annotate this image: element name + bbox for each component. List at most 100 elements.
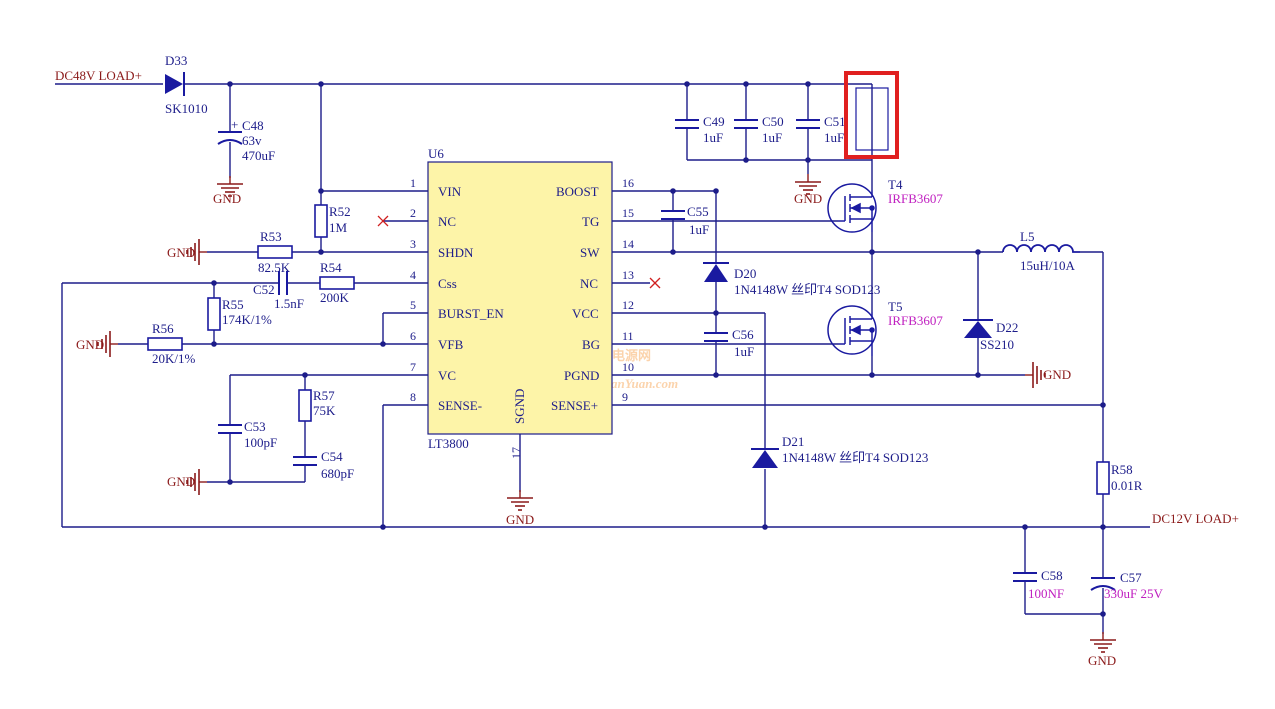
pin-name-pgnd: PGND bbox=[564, 368, 599, 383]
pin-name-vin: VIN bbox=[438, 184, 462, 199]
ic-part: LT3800 bbox=[428, 436, 469, 451]
capacitor-c49[interactable]: C49 1uF bbox=[675, 114, 725, 145]
r57-ref: R57 bbox=[313, 388, 335, 403]
r54-ref: R54 bbox=[320, 260, 342, 275]
resistor-r52[interactable]: R52 1M bbox=[314, 204, 351, 238]
c52-value: 1.5nF bbox=[274, 296, 304, 311]
capacitor-c56[interactable]: C56 1uF bbox=[704, 327, 754, 359]
diode-d22[interactable]: D22 SS210 bbox=[963, 319, 1018, 352]
pin-name-sw: SW bbox=[580, 245, 600, 260]
c50-value: 1uF bbox=[762, 130, 782, 145]
r55-ref: R55 bbox=[222, 297, 244, 312]
d22-ref: D22 bbox=[996, 320, 1018, 335]
d21-value: 1N4148W 丝印T4 SOD123 bbox=[782, 450, 928, 465]
c49-value: 1uF bbox=[703, 130, 723, 145]
pin-name-boost: BOOST bbox=[556, 184, 599, 199]
mosfet-t4[interactable] bbox=[827, 183, 877, 233]
capacitor-c52[interactable]: C52 1.5nF bbox=[253, 271, 304, 311]
pin-num-5: 5 bbox=[410, 298, 416, 312]
diode-d20[interactable]: D20 1N4148W 丝印T4 SOD123 bbox=[703, 262, 880, 297]
r53-ref: R53 bbox=[260, 229, 282, 244]
t4-value: IRFB3607 bbox=[888, 191, 943, 206]
c50-ref: C50 bbox=[762, 114, 784, 129]
pin-num-1: 1 bbox=[410, 176, 416, 190]
mosfet-t5[interactable] bbox=[827, 305, 877, 356]
r56-value: 20K/1% bbox=[152, 351, 196, 366]
pin-name-sense-minus: SENSE- bbox=[438, 398, 482, 413]
ic-sgnd: SGND bbox=[512, 389, 527, 424]
pin-name-burst-en: BURST_EN bbox=[438, 306, 504, 321]
gnd-label-caps: GND bbox=[794, 191, 822, 206]
d33-ref: D33 bbox=[165, 53, 187, 68]
c57-ref: C57 bbox=[1120, 570, 1142, 585]
capacitor-c51[interactable]: C51 1uF bbox=[796, 114, 846, 145]
inductor-l5[interactable]: L5 15uH/10A bbox=[1002, 229, 1080, 273]
watermark-cn: 电源网 bbox=[612, 348, 651, 363]
ic-ref: U6 bbox=[428, 146, 444, 161]
r55-value: 174K/1% bbox=[222, 312, 272, 327]
c58-value: 100NF bbox=[1028, 586, 1064, 601]
pin-num-16: 16 bbox=[622, 176, 634, 190]
pin-name-nc: NC bbox=[438, 214, 456, 229]
pin-num-11: 11 bbox=[622, 329, 634, 343]
c57-value: 330uF 25V bbox=[1104, 586, 1163, 601]
pin-num-9: 9 bbox=[622, 390, 628, 404]
capacitor-c54[interactable]: C54 680pF bbox=[293, 449, 354, 481]
c48-plus: + bbox=[231, 117, 238, 132]
c55-value: 1uF bbox=[689, 222, 709, 237]
c56-value: 1uF bbox=[734, 344, 754, 359]
gnd-label-vfb: GND bbox=[76, 337, 104, 352]
c53-ref: C53 bbox=[244, 419, 266, 434]
t5-value: IRFB3607 bbox=[888, 313, 943, 328]
resistor-r58[interactable]: R58 0.01R bbox=[1096, 461, 1143, 495]
capacitor-c58[interactable]: C58 100NF bbox=[1013, 568, 1064, 601]
resistor-r54[interactable]: R54 200K bbox=[319, 260, 355, 305]
d22-value: SS210 bbox=[980, 337, 1014, 352]
gnd-label-c48: GND bbox=[213, 191, 241, 206]
r52-value: 1M bbox=[329, 220, 348, 235]
pin-num-7: 7 bbox=[410, 360, 416, 374]
net-output-label: DC12V LOAD+ bbox=[1152, 511, 1239, 526]
junctions bbox=[211, 81, 1106, 617]
r58-ref: R58 bbox=[1111, 462, 1133, 477]
pin-name-nc-right: NC bbox=[580, 276, 598, 291]
pin-num-2: 2 bbox=[410, 206, 416, 220]
l5-value: 15uH/10A bbox=[1020, 258, 1076, 273]
pin-name-css: Css bbox=[438, 276, 457, 291]
pin-name-sense-plus: SENSE+ bbox=[551, 398, 598, 413]
d20-ref: D20 bbox=[734, 266, 756, 281]
pin-num-4: 4 bbox=[410, 268, 416, 282]
r57-value: 75K bbox=[313, 403, 336, 418]
capacitor-c57[interactable]: C57 330uF 25V bbox=[1090, 570, 1163, 601]
resistor-r53[interactable]: R53 82.5K bbox=[257, 229, 293, 275]
resistor-r55[interactable]: R55 174K/1% bbox=[207, 297, 272, 331]
c48-value: 470uF bbox=[242, 148, 275, 163]
c49-ref: C49 bbox=[703, 114, 725, 129]
t4-ref: T4 bbox=[888, 177, 903, 192]
ic-u6[interactable]: U6 LT3800 SGND 17 1 VIN 2 NC 3 SHDN 4 Cs… bbox=[410, 146, 634, 459]
capacitor-c53[interactable]: C53 100pF bbox=[218, 419, 277, 450]
net-input-label: DC48V LOAD+ bbox=[55, 68, 142, 83]
capacitor-c55[interactable]: C55 1uF bbox=[661, 204, 709, 237]
resistor-r56[interactable]: R56 20K/1% bbox=[147, 321, 196, 366]
capacitor-c48[interactable]: + C48 63v 470uF bbox=[217, 117, 275, 163]
pin-num-14: 14 bbox=[622, 237, 634, 251]
pin-name-vc: VC bbox=[438, 368, 456, 383]
pin-name-vfb: VFB bbox=[438, 337, 464, 352]
diode-d33[interactable]: D33 SK1010 bbox=[165, 53, 208, 116]
c53-value: 100pF bbox=[244, 435, 277, 450]
gnd-label-shdn: GND bbox=[167, 245, 195, 260]
highlight-box bbox=[844, 71, 899, 159]
watermark-en: DianYuan.com bbox=[597, 376, 678, 391]
t5-ref: T5 bbox=[888, 299, 902, 314]
c55-ref: C55 bbox=[687, 204, 709, 219]
wires bbox=[55, 83, 1150, 634]
c51-ref: C51 bbox=[824, 114, 846, 129]
pin-num-13: 13 bbox=[622, 268, 634, 282]
capacitor-c50[interactable]: C50 1uF bbox=[734, 114, 784, 145]
diode-d21[interactable]: D21 1N4148W 丝印T4 SOD123 bbox=[751, 434, 928, 468]
pin-name-bg: BG bbox=[582, 337, 600, 352]
resistor-r57[interactable]: R57 75K bbox=[298, 388, 336, 422]
